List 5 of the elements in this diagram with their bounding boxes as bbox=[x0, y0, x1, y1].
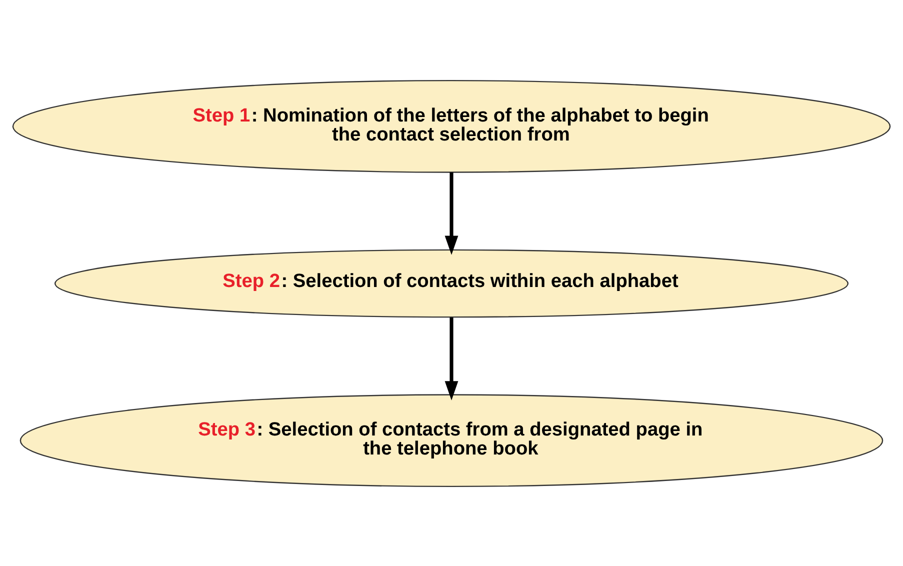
arrow bbox=[444, 317, 458, 400]
node-ellipse: Step 2: Selection of contacts within each alphabet bbox=[54, 248, 849, 318]
arrow bbox=[444, 172, 458, 254]
node-ellipse: Step 3: Selection of contacts from a designated page in the telephone book bbox=[20, 394, 884, 487]
node-ellipse: Step 1: Nomination of the letters of the alphabet to begin the contact selection from bbox=[12, 79, 891, 172]
